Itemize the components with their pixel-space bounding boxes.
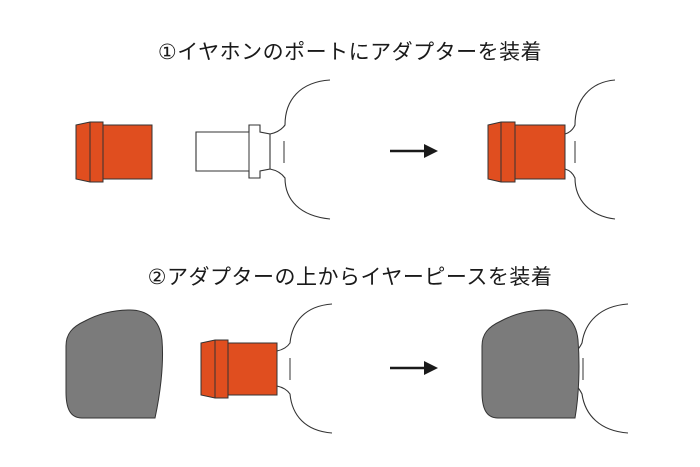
adapter-body	[514, 124, 566, 180]
step1-adapter	[75, 121, 153, 183]
step2-arrow	[390, 361, 438, 375]
step1-earphone	[195, 79, 331, 220]
right-arrow-icon	[424, 144, 438, 158]
step2-result	[481, 303, 629, 434]
step2-group	[65, 303, 629, 434]
right-arrow-icon	[424, 361, 438, 375]
adapter-body	[102, 124, 153, 180]
step1-result	[487, 79, 616, 220]
step1-arrow	[390, 144, 438, 158]
adapter-body	[227, 342, 278, 396]
earphone-shell	[564, 79, 616, 220]
earphone-shell	[269, 79, 331, 220]
fitted-eartip	[481, 309, 580, 419]
earphone-nozzle	[195, 124, 271, 179]
step2-eartip	[65, 309, 163, 419]
step1-caption: ①イヤホンのポートにアダプターを装着	[157, 40, 543, 64]
earphone-shell	[276, 303, 333, 434]
step1-group	[75, 79, 616, 220]
step2-caption: ②アダプターの上からイヤーピースを装着	[147, 265, 553, 289]
earphone-shell	[575, 303, 629, 434]
step2-earphone	[200, 303, 333, 434]
